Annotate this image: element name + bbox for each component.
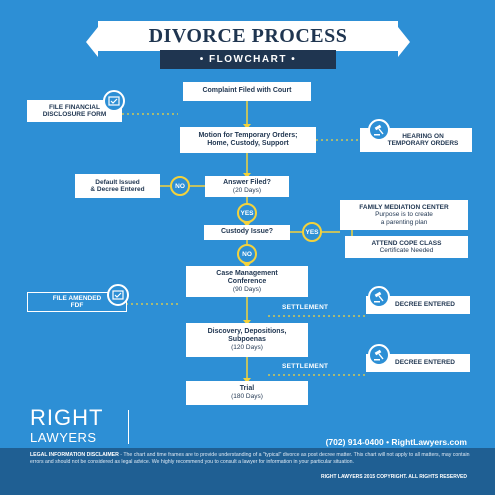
decree2-label: DECREE ENTERED bbox=[395, 359, 455, 367]
step-motion-line1: Motion for Temporary Orders; bbox=[198, 131, 298, 139]
decree1-label: DECREE ENTERED bbox=[395, 301, 455, 309]
decree-card-2: DECREE ENTERED bbox=[366, 354, 470, 372]
file-amended-line2: FDF bbox=[70, 302, 84, 309]
step-complaint-label: Complaint Filed with Court bbox=[202, 87, 292, 95]
step-complaint: Complaint Filed with Court bbox=[183, 82, 311, 101]
no-label-1: NO bbox=[175, 182, 185, 190]
step-motion-line2: Home, Custody, Support bbox=[207, 140, 289, 147]
gavel-icon bbox=[368, 286, 390, 308]
step-trial: Trial (180 Days) bbox=[186, 381, 308, 405]
no-connector-custody: NO bbox=[237, 244, 257, 264]
brand-divider bbox=[128, 410, 129, 444]
cope-title: ATTEND COPE CLASS bbox=[371, 239, 442, 247]
cope-card: ATTEND COPE CLASS Certificate Needed bbox=[345, 236, 468, 258]
no-label-2: NO bbox=[242, 250, 252, 258]
default-card: Default Issued & Decree Entered bbox=[75, 174, 160, 198]
copyright: RIGHT LAWYERS 2015 COPYRIGHT. ALL RIGHTS… bbox=[320, 474, 467, 480]
settlement-label-2: SETTLEMENT bbox=[282, 363, 329, 370]
step-case-line1: Case Management bbox=[216, 269, 278, 277]
step-custody-label: Custody Issue? bbox=[220, 228, 274, 236]
file-financial-line1: FILE FINANCIAL bbox=[49, 103, 100, 111]
disclaimer: LEGAL INFORMATION DISCLAIMER - The chart… bbox=[30, 452, 470, 466]
disclaimer-label: LEGAL INFORMATION DISCLAIMER bbox=[30, 452, 119, 458]
document-check-icon bbox=[107, 284, 129, 306]
mediation-line2: a parenting plan bbox=[380, 218, 428, 226]
step-trial-label: Trial bbox=[239, 385, 255, 393]
yes-label-2: YES bbox=[305, 228, 319, 236]
yes-connector-custody: YES bbox=[302, 222, 322, 242]
page-title: DIVORCE PROCESS bbox=[148, 24, 348, 47]
mediation-card: FAMILY MEDIATION CENTER Purpose is to cr… bbox=[340, 200, 468, 230]
step-case-line2: Conference bbox=[227, 277, 267, 285]
default-line1: Default Issued bbox=[95, 178, 140, 186]
file-amended-line1: FILE AMENDED bbox=[52, 294, 102, 302]
document-check-icon bbox=[103, 90, 125, 112]
hearing-line2: TEMPORARY ORDERS bbox=[387, 140, 459, 147]
step-motion: Motion for Temporary Orders; Home, Custo… bbox=[180, 127, 316, 153]
step-custody: Custody Issue? bbox=[204, 225, 290, 240]
decree-card-1: DECREE ENTERED bbox=[366, 296, 470, 314]
no-connector-answer: NO bbox=[170, 176, 190, 196]
subtitle-bar: • FLOWCHART • bbox=[160, 50, 336, 69]
step-discovery-line2: Subpoenas bbox=[228, 336, 266, 344]
cope-line1: Certificate Needed bbox=[379, 247, 434, 254]
mediation-title: FAMILY MEDIATION CENTER bbox=[359, 203, 449, 211]
brand-lawyers: LAWYERS bbox=[30, 430, 97, 445]
step-discovery-line1: Discovery, Depositions, bbox=[207, 328, 287, 336]
default-line2: & Decree Entered bbox=[90, 186, 145, 193]
step-case-management: Case Management Conference (90 Days) bbox=[186, 266, 308, 297]
step-case-days: (90 Days) bbox=[232, 285, 262, 293]
title-banner: DIVORCE PROCESS bbox=[86, 21, 410, 57]
step-discovery: Discovery, Depositions, Subpoenas (120 D… bbox=[186, 323, 308, 357]
gavel-icon bbox=[368, 119, 390, 141]
hearing-line1: HEARING ON bbox=[402, 132, 444, 140]
page-subtitle: • FLOWCHART • bbox=[199, 54, 297, 65]
step-answer-label: Answer Filed? bbox=[223, 178, 271, 186]
file-financial-line2: DISCLOSURE FORM bbox=[42, 111, 107, 118]
contact-info: (702) 914-0400 • RightLawyers.com bbox=[325, 437, 467, 447]
disclaimer-text: - The chart and time frames are to provi… bbox=[30, 452, 470, 466]
step-discovery-days: (120 Days) bbox=[231, 344, 263, 352]
settlement-label-1: SETTLEMENT bbox=[282, 304, 329, 311]
step-trial-days: (180 Days) bbox=[231, 393, 263, 401]
file-financial-card: FILE FINANCIAL DISCLOSURE FORM bbox=[27, 100, 122, 122]
footer bbox=[0, 448, 495, 495]
yes-connector-answer: YES bbox=[237, 203, 257, 223]
file-amended-card: FILE AMENDED FDF bbox=[27, 292, 127, 312]
yes-label-1: YES bbox=[240, 209, 254, 217]
mediation-line1: Purpose is to create bbox=[375, 211, 433, 219]
gavel-icon bbox=[368, 344, 390, 366]
brand-right: RIGHT bbox=[30, 405, 104, 430]
step-answer-days: (20 Days) bbox=[232, 186, 262, 194]
step-answer: Answer Filed? (20 Days) bbox=[205, 176, 289, 197]
